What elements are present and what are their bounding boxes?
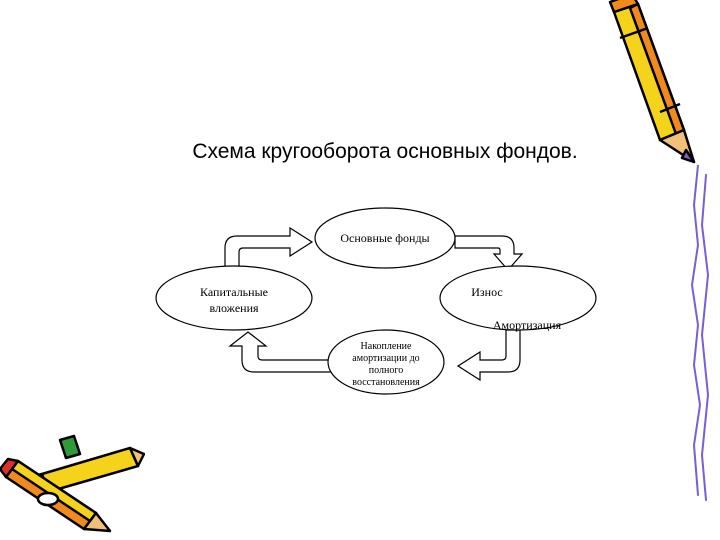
label-accumulation-line1: Накопление xyxy=(361,341,412,352)
label-fixed-assets: Основные фонды xyxy=(340,231,429,245)
arrow-investment-to-fixed xyxy=(224,226,314,269)
label-investment-line1: Капитальные xyxy=(200,285,268,299)
pencil-icon xyxy=(608,0,696,164)
slide-title: Схема кругооборота основных фондов. xyxy=(192,140,578,163)
label-accumulation-line2: амортизации до xyxy=(352,353,419,364)
label-amortization: Амортизация xyxy=(493,318,562,332)
arrow-amortization-to-accumulation xyxy=(456,329,521,382)
label-wear: Износ xyxy=(471,285,502,299)
node-fixed-assets xyxy=(314,207,456,269)
arrow-accumulation-to-investment xyxy=(228,331,343,373)
node-accumulation xyxy=(327,329,445,395)
node-capital-investment xyxy=(155,265,313,331)
pencil-icon xyxy=(0,457,112,533)
label-accumulation-line4: восстановления xyxy=(352,377,420,388)
label-accumulation-line3: полного xyxy=(369,365,403,376)
node-wear xyxy=(439,265,597,331)
arrow-fixed-to-wear xyxy=(454,235,524,271)
pencil-icon xyxy=(690,165,710,501)
label-investment-line2: вложения xyxy=(209,301,259,315)
